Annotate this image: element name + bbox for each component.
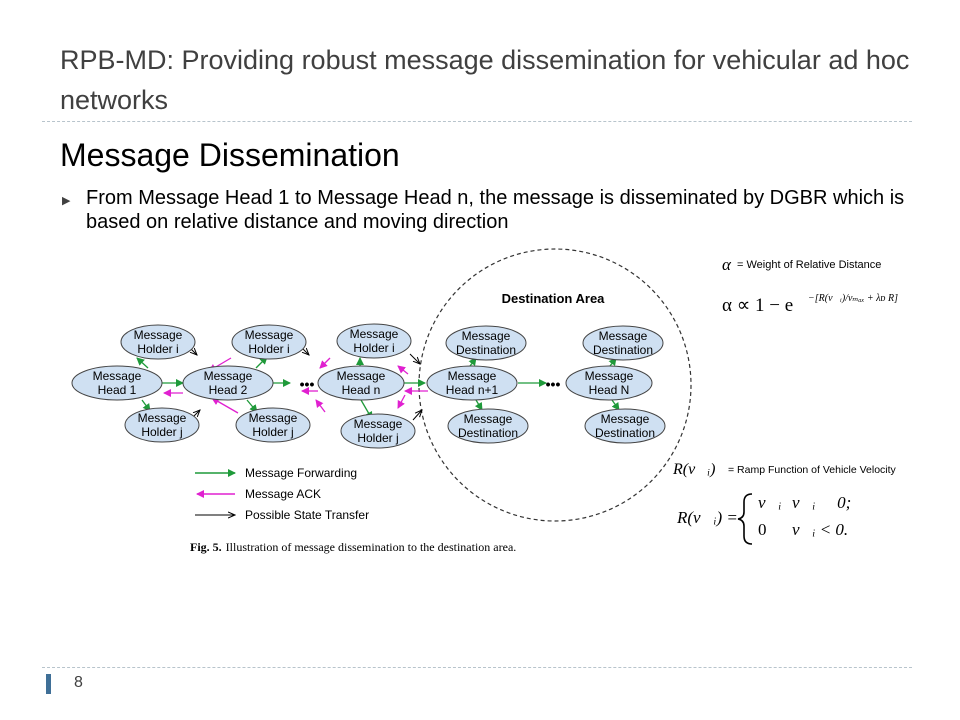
ramp-description: = Ramp Function of Vehicle Velocity [728,464,897,476]
svg-text:Message: Message [204,369,253,383]
title-divider [42,121,912,122]
figure-legend: Message Forwarding Message ACK Possible … [195,466,369,522]
destination-ellipsis: ••• [546,376,561,392]
destination-area-label: Destination Area [502,291,606,306]
svg-text:Message: Message [93,369,142,383]
footer-accent-bar [46,674,51,694]
figure-caption: Fig. 5.Illustration of message dissemina… [190,540,516,554]
svg-text:Holder i: Holder i [137,342,178,356]
node-destination-3: Message Destination [582,325,664,361]
svg-text:Holder j: Holder j [357,431,398,445]
svg-text:Message Forwarding: Message Forwarding [245,466,357,480]
svg-text:Destination: Destination [456,343,516,357]
svg-text:Destination: Destination [595,426,655,440]
legend-item-state-transfer: Possible State Transfer [195,508,369,522]
svg-text:Message: Message [337,369,386,383]
svg-text:Holder j: Holder j [141,425,182,439]
node-holder-i-3: Message Holder i [336,323,412,359]
node-head-1: Message Head 1 [71,365,163,401]
svg-text:Possible State Transfer: Possible State Transfer [245,508,369,522]
footer-divider [42,667,912,668]
svg-text:Head n+1: Head n+1 [446,383,499,397]
node-holder-j-1: Message Holder j [124,407,200,443]
alpha-formula-exponent: −[R(v⃗ᵢ)/vₘₐₓ + λᴅ R] [808,293,898,304]
svg-text:Message: Message [245,328,294,342]
svg-text:Head 1: Head 1 [98,383,137,397]
node-holder-j-3: Message Holder j [340,413,416,449]
node-destination-1: Message Destination [445,325,527,361]
legend-item-ack: Message ACK [196,487,321,501]
svg-text:Message ACK: Message ACK [245,487,321,501]
alpha-description: = Weight of Relative Distance [737,259,881,271]
node-holder-i-1: Message Holder i [120,324,196,360]
svg-text:Message: Message [464,412,513,426]
svg-text:Message: Message [354,417,403,431]
svg-text:Holder i: Holder i [248,342,289,356]
node-holder-i-2: Message Holder i [231,324,307,360]
node-head-n-plus-1: Message Head n+1 [426,365,518,401]
node-head-N: Message Head N [565,365,653,401]
svg-text:Message: Message [601,412,650,426]
piecewise-brace [737,493,753,545]
svg-text:Destination: Destination [458,426,518,440]
alpha-formula: α ∝ 1 − e [722,295,793,316]
svg-text:Head N: Head N [589,383,630,397]
bullet-text: From Message Head 1 to Message Head n, t… [86,187,905,233]
svg-text:Message: Message [462,329,511,343]
page-number: 8 [74,674,83,691]
node-destination-2: Message Destination [447,408,529,444]
svg-text:Head 2: Head 2 [209,383,248,397]
svg-text:Head n: Head n [342,383,381,397]
svg-text:Message: Message [138,411,187,425]
section-heading: Message Dissemination [60,137,400,173]
alpha-symbol: α [722,255,732,274]
ramp-case2-value: 0 [758,520,767,539]
svg-text:Destination: Destination [593,343,653,357]
node-head-2: Message Head 2 [182,365,274,401]
svg-text:Message: Message [350,327,399,341]
svg-text:Holder j: Holder j [252,425,293,439]
head-ellipsis: ••• [300,376,315,392]
legend-item-forwarding: Message Forwarding [195,466,357,480]
svg-text:Message: Message [134,328,183,342]
node-destination-4: Message Destination [584,408,666,444]
ramp-case1-value: v⃗ᵢ [758,493,781,512]
node-holder-j-2: Message Holder j [235,407,311,443]
svg-text:Message: Message [599,329,648,343]
ramp-case2-condition: v⃗ᵢ < 0. [792,520,848,539]
svg-text:Message: Message [448,369,497,383]
slide-title: RPB-MD: Providing robust message dissemi… [60,45,910,115]
node-head-n: Message Head n [317,365,405,401]
ramp-case1-condition: v⃗ᵢ ⩾ 0; [792,493,851,512]
ramp-symbol: R(v⃗ᵢ) [672,461,716,478]
bullet-arrow-icon: ▶ [62,195,71,207]
ramp-formula-lhs: R(v⃗ᵢ) = [676,508,738,527]
svg-text:Message: Message [249,411,298,425]
svg-text:Message: Message [585,369,634,383]
svg-text:Holder i: Holder i [353,341,394,355]
